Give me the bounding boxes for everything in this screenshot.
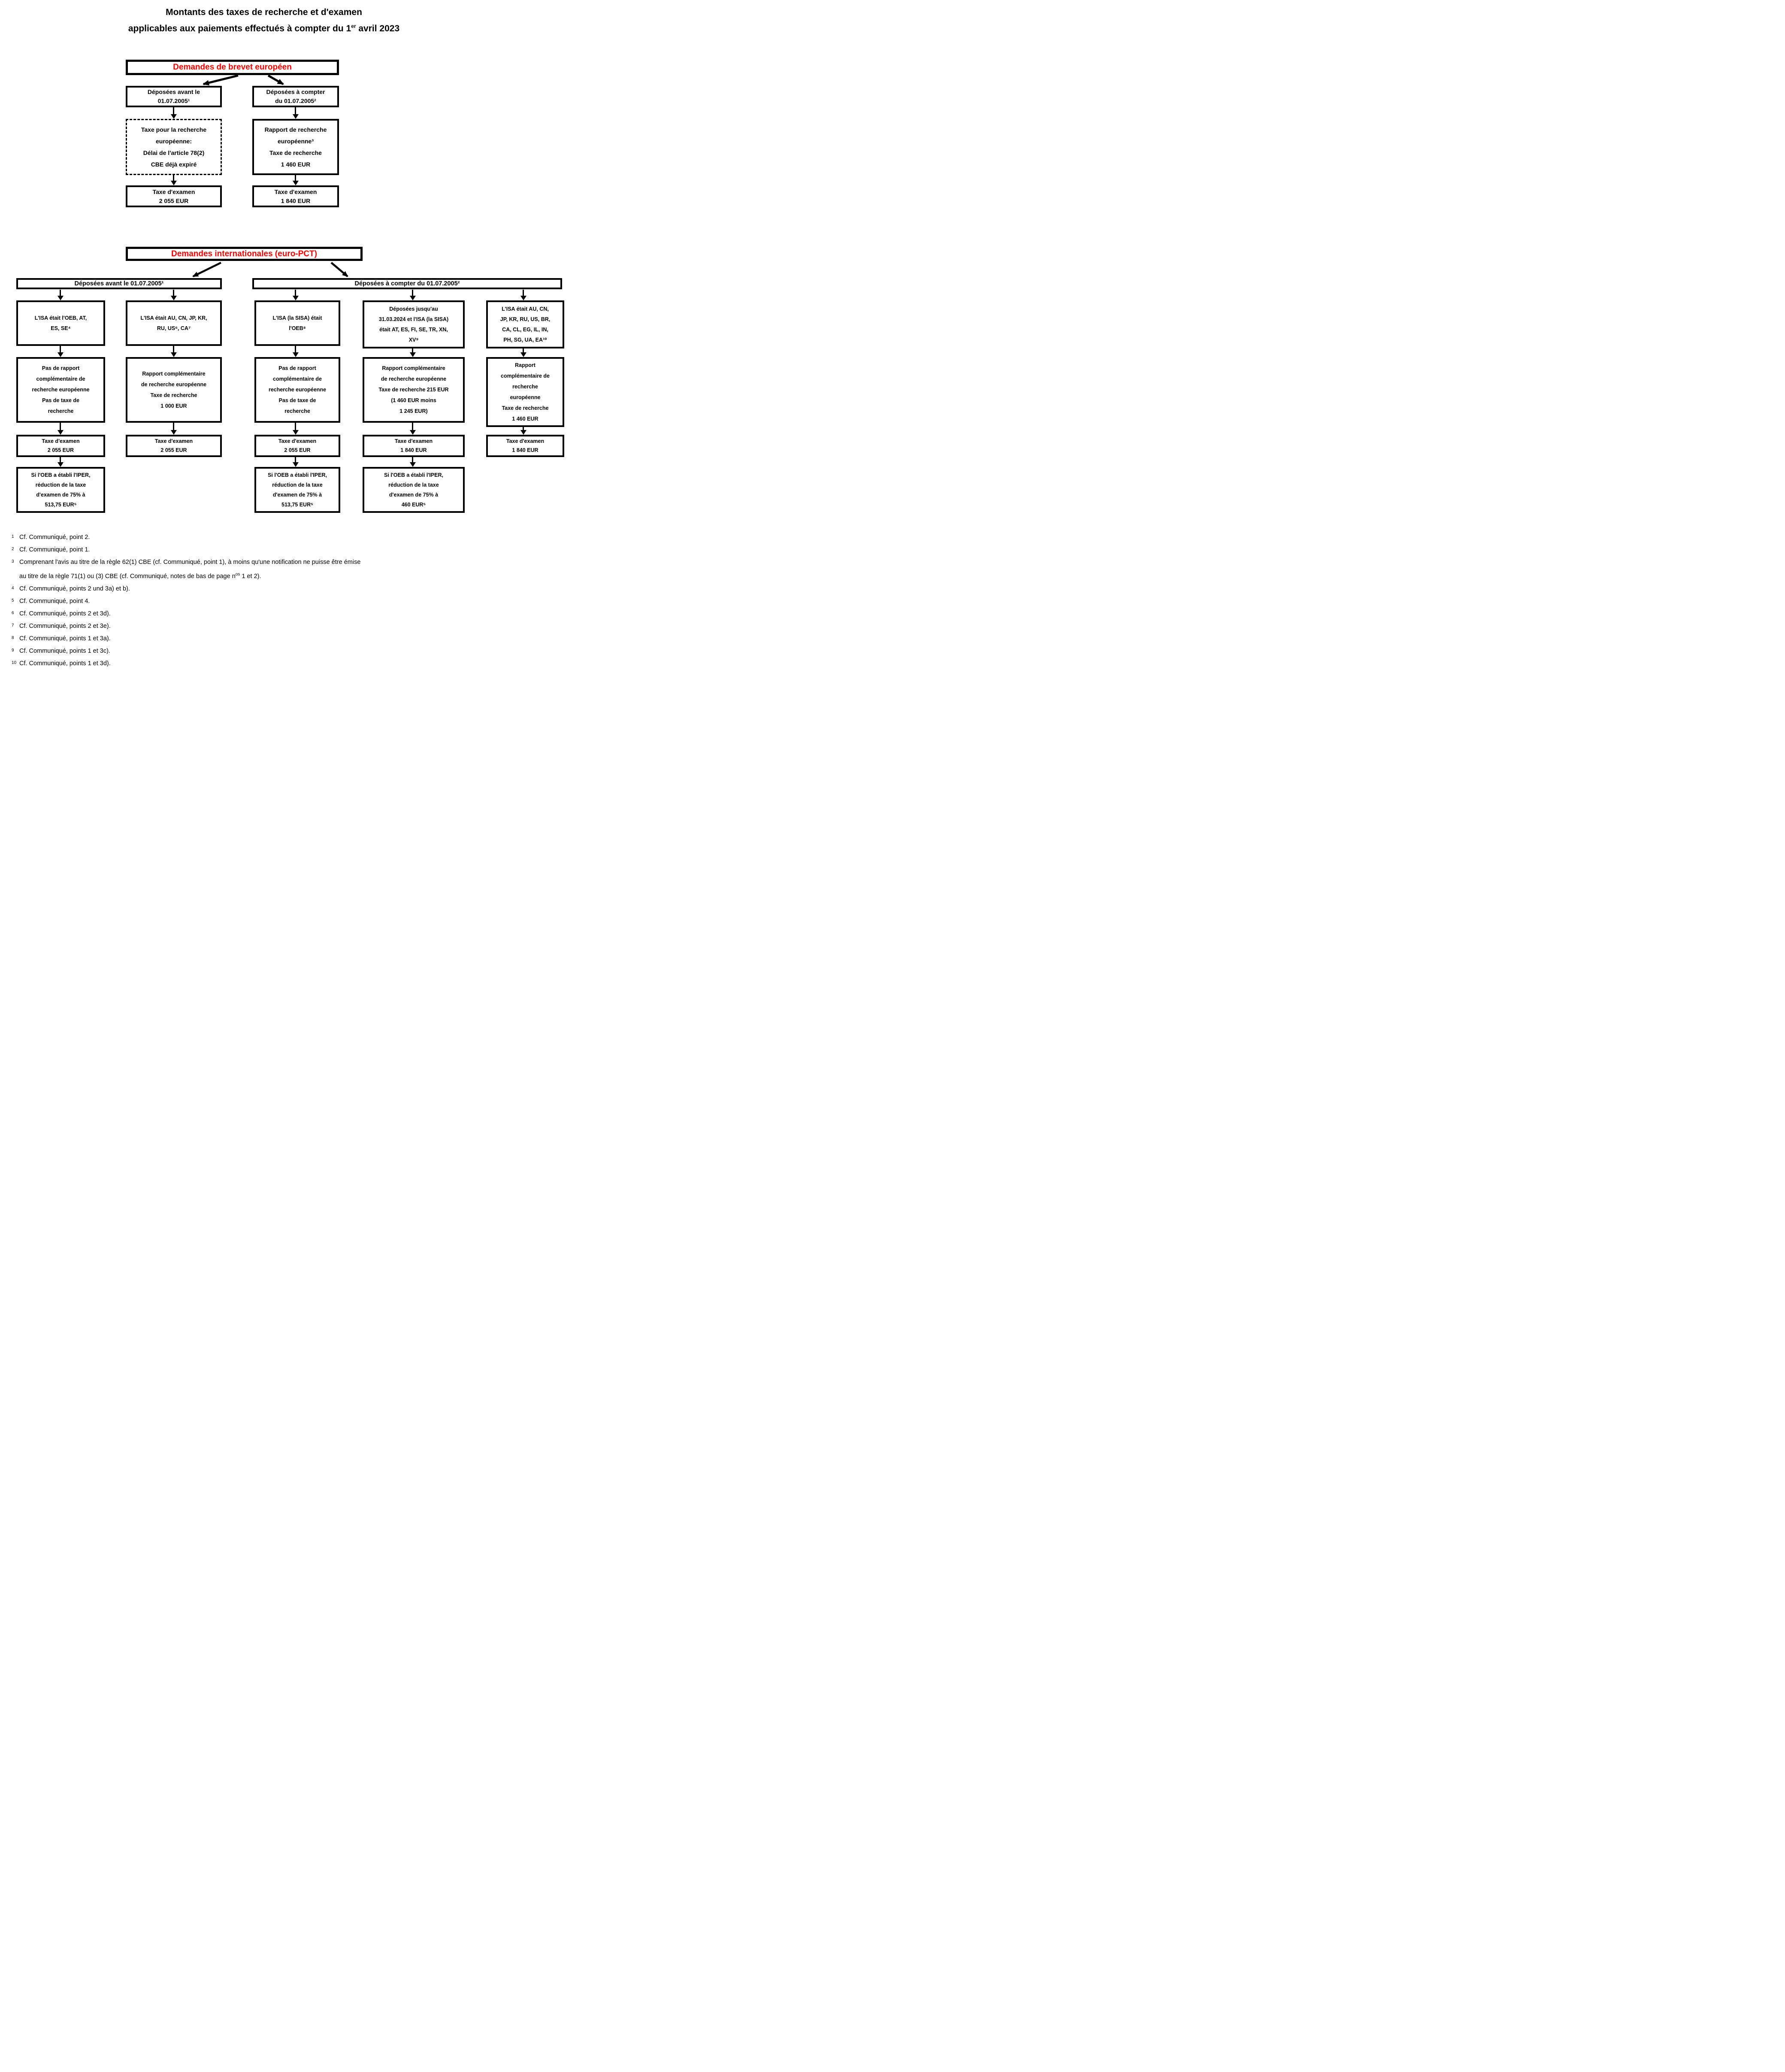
- pct-col2-exam-box: Taxe d'examen 2 055 EUR: [126, 435, 222, 457]
- footnote-text-line1: Comprenant l'avis au titre de la règle 6…: [19, 559, 361, 566]
- pct-col2-isa-box: L'ISA était AU, CN, JP, KR, RU, US⁶, CA⁷: [126, 300, 222, 346]
- pct-col3-exam-box: Taxe d'examen 2 055 EUR: [254, 435, 340, 457]
- footnote-marker: 6: [12, 610, 14, 615]
- footnote-marker: 1: [12, 534, 14, 539]
- footnote-text-line2: au titre de la règle 71(1) ou (3) CBE (c…: [19, 572, 261, 580]
- arrow-col3-down-3: [292, 457, 299, 467]
- footnote-marker: 3: [12, 559, 14, 564]
- arrow-col2-down-2: [170, 423, 177, 435]
- arrow-col1-down-3: [57, 457, 64, 467]
- arrow-ep-right-down-2: [292, 175, 299, 185]
- ep-search-report-box: Rapport de recherche européenne³ Taxe de…: [252, 119, 339, 175]
- footnote-text: Cf. Communiqué, point 1.: [19, 546, 90, 553]
- footnote-text: Cf. Communiqué, points 2 und 3a) et b).: [19, 585, 130, 592]
- pct-diagonal-arrows: [192, 261, 348, 278]
- arrow-col3-down-1: [292, 346, 299, 357]
- arrow-col4-down-1: [409, 348, 416, 357]
- arrow-col3-down-0: [292, 290, 299, 300]
- ep-exam-fee-right: Taxe d'examen 1 840 EUR: [252, 185, 339, 207]
- arrow-col1-down-1: [57, 346, 64, 357]
- arrow-ep-left-down-1: [170, 107, 177, 119]
- footnote-7: 7 Cf. Communiqué, points 2 et 3e).: [12, 622, 548, 630]
- pct-subheader-from-2005: Déposées à compter du 01.07.2005²: [252, 278, 562, 289]
- page-title-line2: applicables aux paiements effectués à co…: [128, 23, 400, 33]
- footnote-text: Cf. Communiqué, points 2 et 3d).: [19, 610, 111, 617]
- arrow-col2-down-0: [170, 290, 177, 300]
- arrow-ep-right-down-1: [292, 107, 299, 119]
- ep-diagonal-arrows: [203, 74, 284, 86]
- page-title-line1: Montants des taxes de recherche et d'exa…: [166, 7, 362, 17]
- arrow-col4-down-3: [409, 457, 416, 467]
- footnote-marker: 10: [12, 660, 17, 665]
- arrow-col4-down-0: [409, 290, 416, 300]
- arrow-pct-to-left-header: [192, 261, 221, 278]
- pct-col4-exam-box: Taxe d'examen 1 840 EUR: [363, 435, 465, 457]
- footnote-9: 9 Cf. Communiqué, points 1 et 3c).: [12, 647, 548, 655]
- pct-col5-isa-box: L'ISA était AU, CN, JP, KR, RU, US, BR, …: [486, 300, 564, 348]
- pct-col3-search-box: Pas de rapport complémentaire de recherc…: [254, 357, 340, 423]
- arrow-col2-down-1: [170, 346, 177, 357]
- superscript-os: os: [235, 572, 240, 577]
- pct-col1-isa-box: L'ISA était l'OEB, AT, ES, SE⁴: [16, 300, 105, 346]
- ep-header-box: Demandes de brevet européen: [126, 60, 339, 75]
- page-title: Montants des taxes de recherche et d'exa…: [0, 5, 528, 36]
- superscript-er: er: [351, 23, 356, 29]
- ep-exam-fee-left: Taxe d'examen 2 055 EUR: [126, 185, 222, 207]
- footnote-1: 1 Cf. Communiqué, point 2.: [12, 533, 548, 542]
- footnote-5: 5 Cf. Communiqué, point 4.: [12, 597, 548, 606]
- arrow-ep-to-right-branch: [267, 74, 284, 85]
- chart-ep-direct: Demandes de brevet européen Déposées ava…: [0, 60, 578, 207]
- footnote-marker: 8: [12, 635, 14, 640]
- arrow-pct-to-right-header: [330, 262, 348, 277]
- footnote-2: 2 Cf. Communiqué, point 1.: [12, 545, 548, 554]
- chart-euro-pct: Demandes internationales (euro-PCT) Dépo…: [0, 247, 578, 513]
- arrow-col4-down-2: [409, 423, 416, 435]
- footnote-marker: 9: [12, 648, 14, 653]
- arrow-ep-left-down-2: [170, 175, 177, 185]
- pct-col4-isa-box: Déposées jusqu'au 31.03.2024 et l'ISA (l…: [363, 300, 465, 348]
- pct-header-box: Demandes internationales (euro-PCT): [126, 247, 363, 261]
- pct-col5-search-box: Rapport complémentaire de recherche euro…: [486, 357, 564, 427]
- footnote-text: Cf. Communiqué, point 4.: [19, 597, 90, 605]
- pct-col2-search-box: Rapport complémentaire de recherche euro…: [126, 357, 222, 423]
- pct-col1-iper-box: Si l'OEB a établi l'IPER, réduction de l…: [16, 467, 105, 513]
- pct-col4-search-box: Rapport complémentaire de recherche euro…: [363, 357, 465, 423]
- arrow-col1-down-2: [57, 423, 64, 435]
- footnote-text: Cf. Communiqué, point 2.: [19, 534, 90, 541]
- ep-branch-before-2005: Déposées avant le 01.07.2005¹: [126, 86, 222, 107]
- page: { "title": { "line1": "Montants des taxe…: [0, 0, 578, 671]
- footnote-3: 3 Comprenant l'avis au titre de la règle…: [12, 558, 548, 581]
- footnote-marker: 4: [12, 585, 14, 591]
- pct-subheader-before-2005: Déposées avant le 01.07.2005¹: [16, 278, 222, 289]
- footnote-marker: 7: [12, 623, 14, 628]
- pct-col1-exam-box: Taxe d'examen 2 055 EUR: [16, 435, 105, 457]
- arrow-col5-down-1: [520, 348, 526, 357]
- pct-col5-exam-box: Taxe d'examen 1 840 EUR: [486, 435, 564, 457]
- arrow-col3-down-2: [292, 423, 299, 435]
- pct-col4-iper-box: Si l'OEB a établi l'IPER, réduction de l…: [363, 467, 465, 513]
- footnote-8: 8 Cf. Communiqué, points 1 et 3a).: [12, 634, 548, 643]
- pct-col3-iper-box: Si l'OEB a établi l'IPER, réduction de l…: [254, 467, 340, 513]
- footnote-marker: 5: [12, 598, 14, 603]
- arrow-col1-down-0: [57, 290, 64, 300]
- footnote-marker: 2: [12, 547, 14, 551]
- arrow-col5-down-0: [520, 290, 526, 300]
- pct-col3-isa-box: L'ISA (la SISA) était l'OEB⁸: [254, 300, 340, 346]
- arrow-col5-down-2: [520, 427, 526, 435]
- footnote-text: Cf. Communiqué, points 1 et 3d).: [19, 660, 111, 667]
- footnote-text: Cf. Communiqué, points 2 et 3e).: [19, 622, 111, 630]
- footnote-text: Cf. Communiqué, points 1 et 3c).: [19, 647, 110, 654]
- footnote-text: Cf. Communiqué, points 1 et 3a).: [19, 635, 111, 642]
- arrow-ep-to-left-branch: [203, 74, 239, 86]
- pct-col1-search-box: Pas de rapport complémentaire de recherc…: [16, 357, 105, 423]
- footnote-6: 6 Cf. Communiqué, points 2 et 3d).: [12, 609, 548, 618]
- ep-search-expired-box: Taxe pour la recherche européenne: Délai…: [126, 119, 222, 175]
- footnote-4: 4 Cf. Communiqué, points 2 und 3a) et b).: [12, 585, 548, 593]
- ep-branch-from-2005: Déposées à compter du 01.07.2005²: [252, 86, 339, 107]
